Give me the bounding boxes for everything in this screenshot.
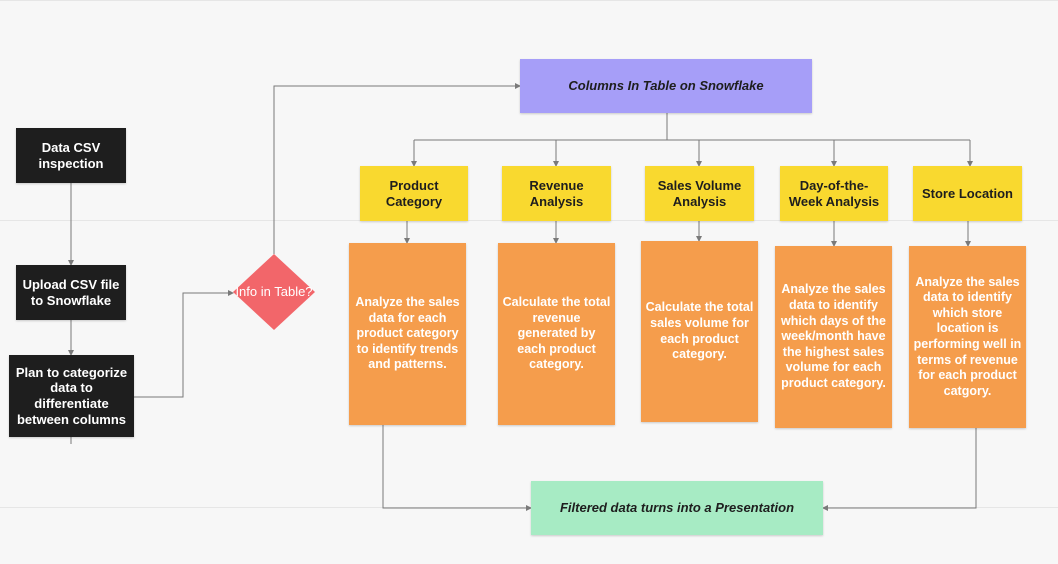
- description-text: Analyze the sales data for each product …: [355, 294, 460, 372]
- category-title: Day-of-the-Week Analysis: [788, 177, 880, 209]
- connector-desc1-result: [382, 425, 532, 511]
- description-day-of-week-analysis[interactable]: Analyze the sales data to identify which…: [775, 246, 892, 428]
- category-store-location[interactable]: Store Location: [913, 166, 1022, 221]
- divider-top: [0, 0, 1058, 1]
- connector-plan-decision: [134, 290, 234, 398]
- step-data-csv-inspection[interactable]: Data CSV inspection: [16, 128, 126, 183]
- description-product-category[interactable]: Analyze the sales data for each product …: [349, 243, 466, 425]
- category-day-of-week-analysis[interactable]: Day-of-the-Week Analysis: [780, 166, 888, 221]
- description-text: Analyze the sales data to identify which…: [781, 282, 886, 391]
- description-text: Calculate the total sales volume for eac…: [645, 300, 754, 362]
- step-upload-csv[interactable]: Upload CSV file to Snowflake: [16, 265, 126, 320]
- step-upload-csv-label: Upload CSV file to Snowflake: [22, 276, 120, 308]
- decision-info-in-table[interactable]: Info in Table?: [233, 254, 315, 330]
- category-title: Revenue Analysis: [529, 177, 584, 209]
- description-text: Analyze the sales data to identify which…: [913, 274, 1022, 398]
- columns-header-label: Columns In Table on Snowflake: [568, 78, 764, 94]
- description-revenue-analysis[interactable]: Calculate the total revenue generated by…: [498, 243, 615, 425]
- decision-label: Info in Table?: [235, 283, 313, 299]
- columns-header-box[interactable]: Columns In Table on Snowflake: [520, 59, 812, 113]
- connector-decision-header: [273, 83, 521, 254]
- step-data-csv-inspection-label: Data CSV inspection: [38, 139, 104, 171]
- decision-diamond-shape: [233, 254, 315, 330]
- result-label: Filtered data turns into a Presentation: [559, 500, 795, 516]
- category-revenue-analysis[interactable]: Revenue Analysis: [502, 166, 611, 221]
- result-presentation-box[interactable]: Filtered data turns into a Presentation: [531, 481, 823, 535]
- step-plan-categorize[interactable]: Plan to categorize data to differentiate…: [9, 355, 134, 437]
- connector-desc5-result: [822, 428, 977, 511]
- description-sales-volume-analysis[interactable]: Calculate the total sales volume for eac…: [641, 241, 758, 422]
- category-title: Store Location: [921, 185, 1013, 201]
- category-product-category[interactable]: Product Category: [360, 166, 468, 221]
- category-title: Product Category: [385, 177, 443, 209]
- category-sales-volume-analysis[interactable]: Sales Volume Analysis: [645, 166, 754, 221]
- category-title: Sales Volume Analysis: [657, 177, 742, 209]
- description-store-location[interactable]: Analyze the sales data to identify which…: [909, 246, 1026, 428]
- step-plan-categorize-label: Plan to categorize data to differentiate…: [15, 364, 128, 427]
- description-text: Calculate the total revenue generated by…: [502, 294, 611, 372]
